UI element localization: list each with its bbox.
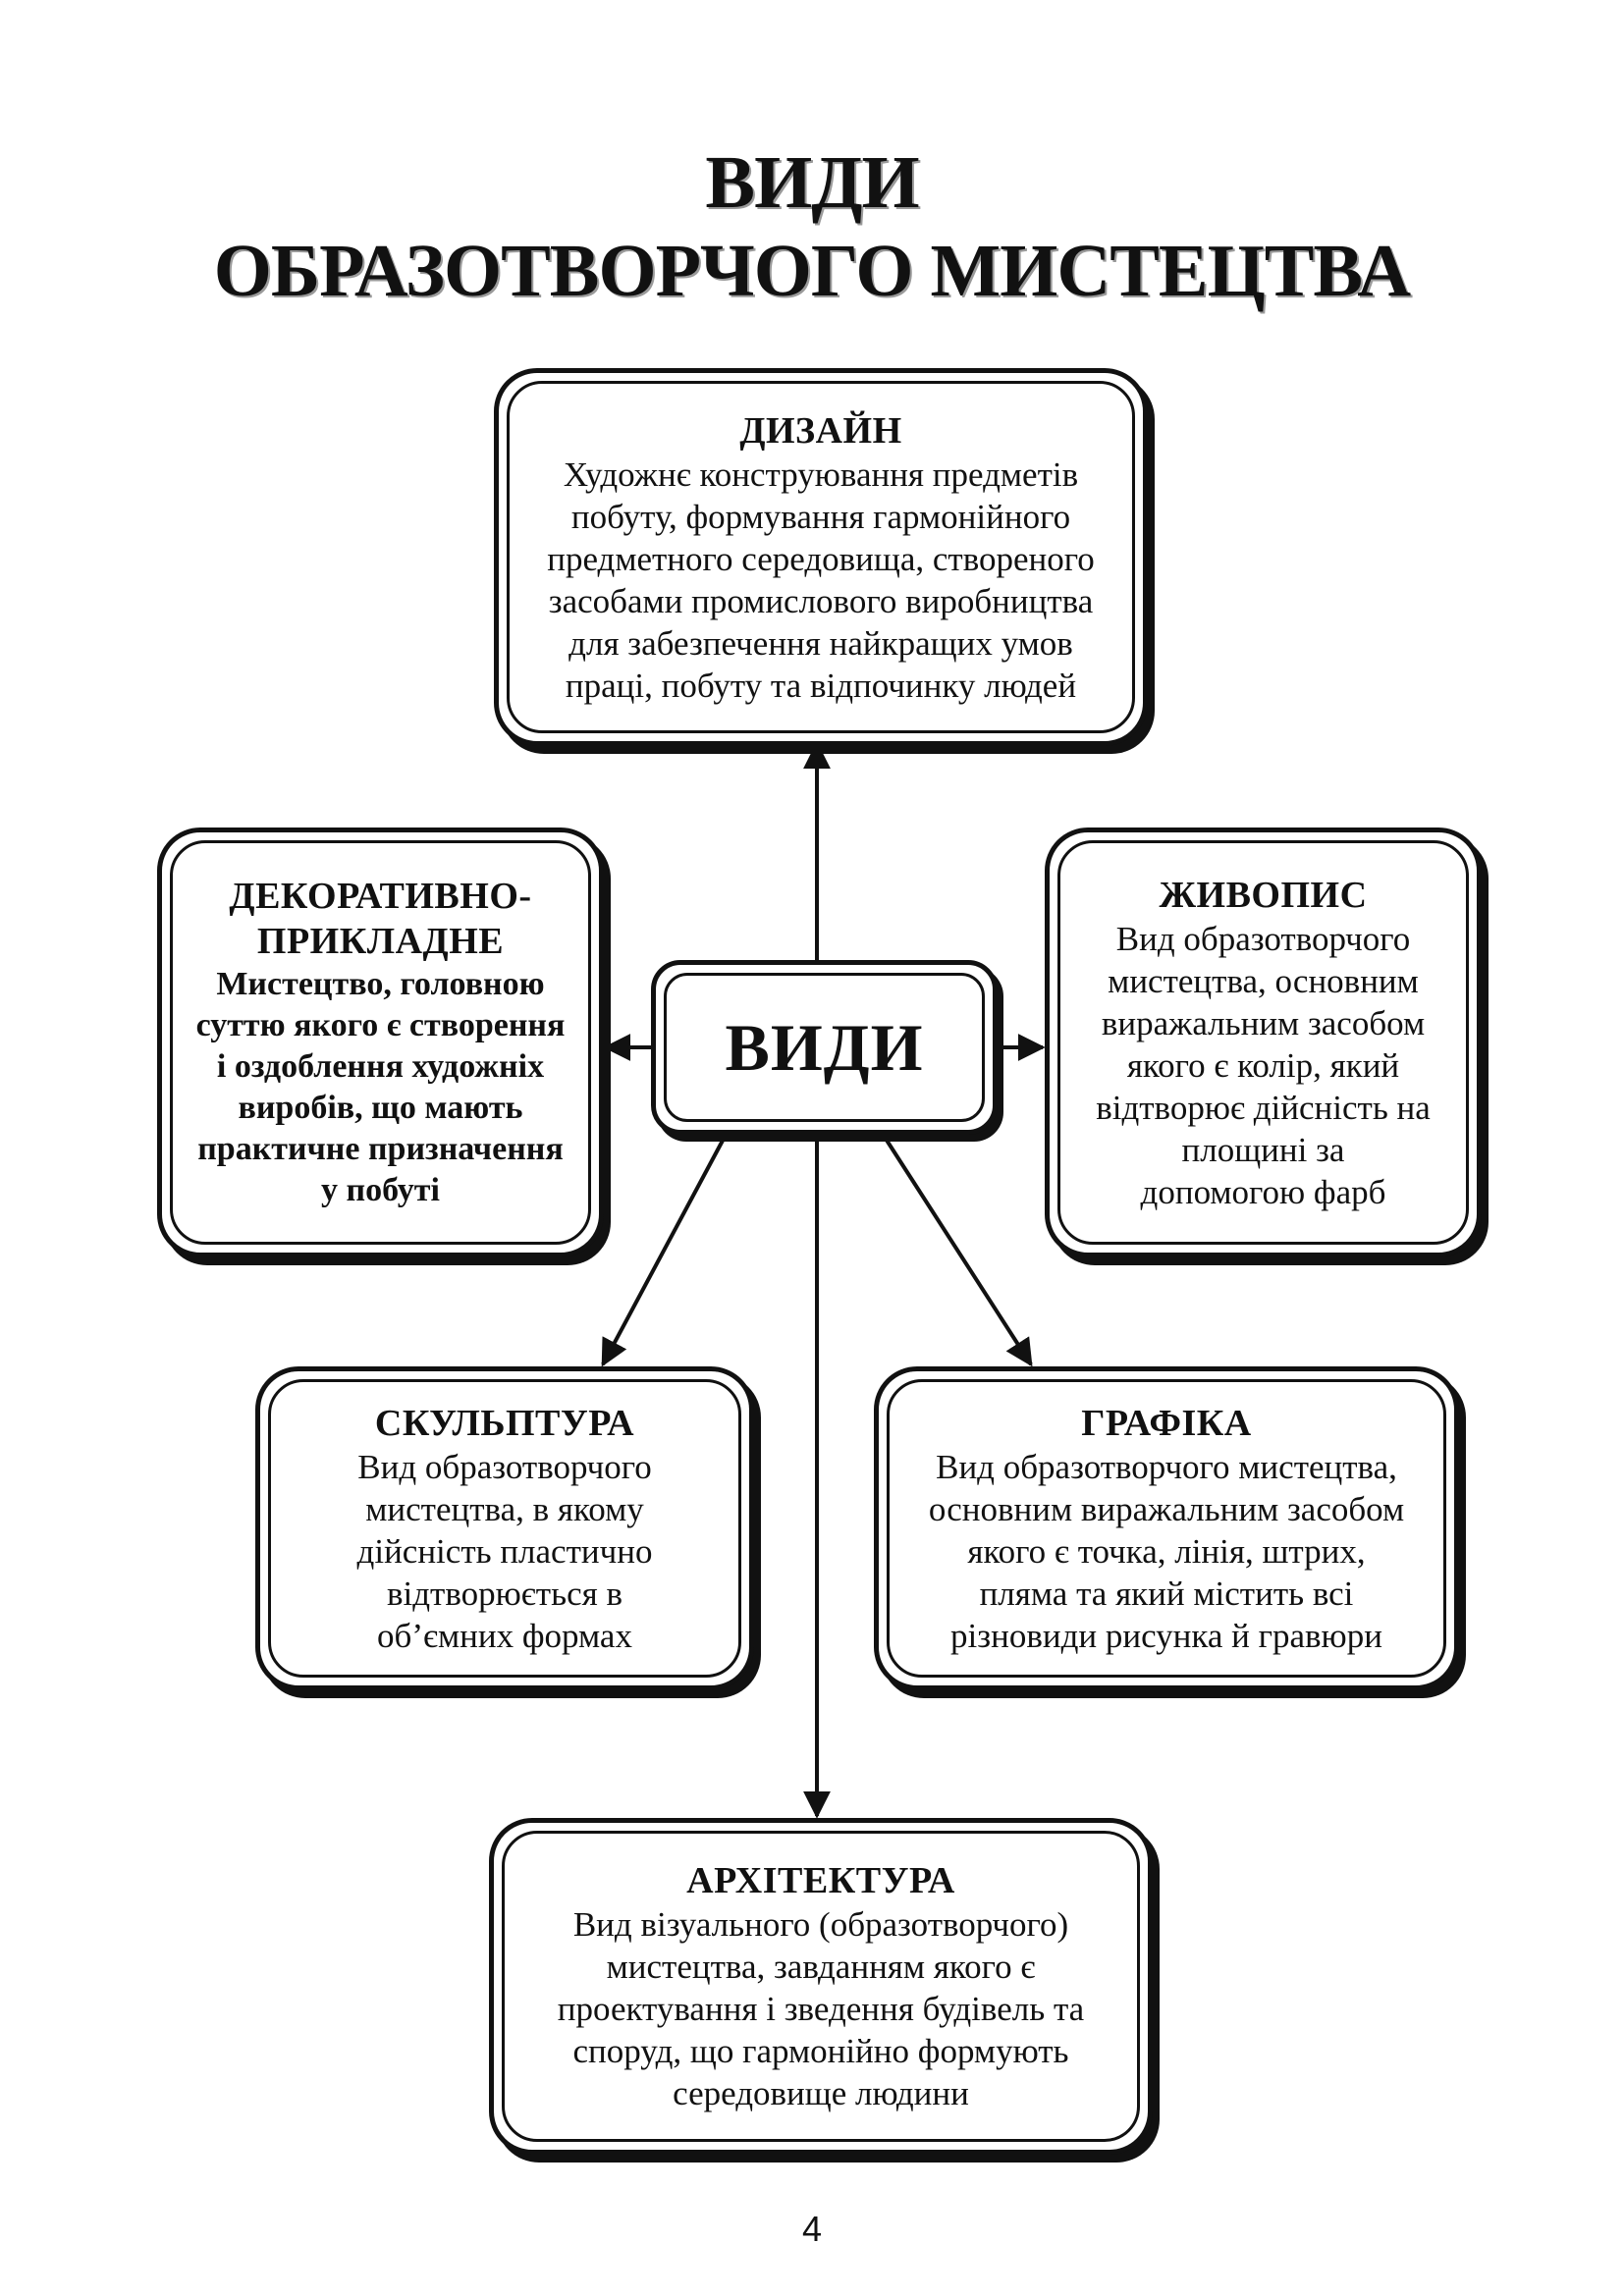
decorative-applied-text-line: Мистецтво, головною — [216, 966, 545, 1002]
sculpture-text-line: Вид образотворчого — [357, 1447, 652, 1486]
architecture-heading: АРХІТЕКТУРА — [686, 1860, 955, 1901]
center-node-label: ВИДИ — [725, 1009, 924, 1085]
painting-box-inner: ЖИВОПИС Вид образотворчого мистецтва, ос… — [1057, 840, 1469, 1245]
decorative-applied-text-line: і оздоблення художніх — [216, 1048, 545, 1085]
architecture-text-line: проектування і зведення будівель та — [557, 1990, 1085, 2028]
decorative-applied-heading-line: ДЕКОРАТИВНО- — [229, 876, 532, 917]
graphics-heading: ГРАФІКА — [1081, 1402, 1252, 1444]
decorative-applied-box-inner: ДЕКОРАТИВНО- ПРИКЛАДНЕ Мистецтво, головн… — [170, 840, 591, 1245]
painting-heading: ЖИВОПИС — [1159, 874, 1368, 916]
design-heading: ДИЗАЙН — [739, 409, 902, 452]
painting-text-line: площині за — [1181, 1130, 1345, 1169]
painting-text-line: виражальним засобом — [1101, 1003, 1426, 1042]
center-node-inner: ВИДИ — [664, 973, 985, 1122]
graphics-text-line: різновиди рисунка й гравюри — [950, 1616, 1382, 1655]
sculpture-text-line: відтворюється в — [387, 1574, 623, 1613]
sculpture-box-inner: СКУЛЬПТУРА Вид образотворчого мистецтва,… — [268, 1379, 741, 1678]
design-text-line: побуту, формування гармонійного — [570, 497, 1071, 536]
design-text-line: предметного середовища, створеного — [547, 539, 1095, 578]
page-number: 4 — [801, 2209, 823, 2249]
design-text-line: Художнє конструювання предметів — [563, 454, 1079, 494]
architecture-box-inner: АРХІТЕКТУРА Вид візуального (образотворч… — [502, 1831, 1140, 2142]
page-title-line-1: ВИДИ — [705, 141, 919, 224]
design-text-line: засобами промислового виробництва — [548, 581, 1094, 620]
sculpture-box: СКУЛЬПТУРА Вид образотворчого мистецтва,… — [255, 1366, 754, 1690]
architecture-text-line: Вид візуального (образотворчого) — [572, 1905, 1069, 1944]
decorative-applied-text-line: у побуті — [321, 1172, 440, 1208]
painting-text-line: мистецтва, основним — [1108, 961, 1419, 1000]
graphics-text-line: пляма та який містить всі — [979, 1574, 1354, 1613]
graphics-text-line: Вид образотворчого мистецтва, — [936, 1447, 1397, 1486]
architecture-text-line: мистецтва, завданням якого є — [606, 1948, 1036, 1986]
sculpture-text-line: об’ємних формах — [377, 1616, 632, 1655]
decorative-applied-heading-line: ПРИКЛАДНЕ — [256, 921, 505, 962]
sculpture-text-line: мистецтва, в якому — [365, 1489, 644, 1528]
painting-text-line: якого є колір, який — [1126, 1045, 1400, 1085]
sculpture-heading: СКУЛЬПТУРА — [374, 1402, 635, 1444]
decorative-applied-box: ДЕКОРАТИВНО- ПРИКЛАДНЕ Мистецтво, головн… — [157, 828, 604, 1257]
center-node: ВИДИ — [651, 960, 998, 1135]
painting-box: ЖИВОПИС Вид образотворчого мистецтва, ос… — [1045, 828, 1482, 1257]
arrow-to-sculpture — [601, 1138, 726, 1367]
design-box-inner: ДИЗАЙН Художнє конструювання предметів п… — [507, 381, 1135, 733]
architecture-box: АРХІТЕКТУРА Вид візуального (образотворч… — [489, 1818, 1153, 2155]
graphics-text-line: якого є точка, лінія, штрих, — [967, 1531, 1366, 1571]
painting-text-line: Вид образотворчого — [1115, 919, 1411, 958]
painting-text-line: відтворює дійсність на — [1096, 1088, 1431, 1127]
architecture-text-line: середовище людини — [673, 2074, 969, 2112]
architecture-text-line: споруд, що гармонійно формують — [572, 2032, 1069, 2070]
design-text-line: праці, побуту та відпочинку людей — [565, 666, 1077, 705]
arrow-to-graphics — [884, 1137, 1033, 1367]
painting-text-line: допомогою фарб — [1140, 1172, 1386, 1211]
decorative-applied-text-line: практичне призначення — [197, 1131, 564, 1167]
design-box: ДИЗАЙН Художнє конструювання предметів п… — [494, 368, 1148, 746]
decorative-applied-text-line: суттю якого є створення — [195, 1007, 566, 1043]
decorative-applied-text-line: виробів, що мають — [238, 1090, 523, 1126]
sculpture-text-line: дійсність пластично — [356, 1531, 653, 1571]
graphics-box: ГРАФІКА Вид образотворчого мистецтва, ос… — [874, 1366, 1459, 1690]
graphics-box-inner: ГРАФІКА Вид образотворчого мистецтва, ос… — [887, 1379, 1446, 1678]
page-title-line-2: ОБРАЗОТВОРЧОГО МИСТЕЦТВА — [213, 230, 1411, 312]
design-text-line: для забезпечення найкращих умов — [568, 623, 1073, 663]
graphics-text-line: основним виражальним засобом — [928, 1489, 1405, 1528]
